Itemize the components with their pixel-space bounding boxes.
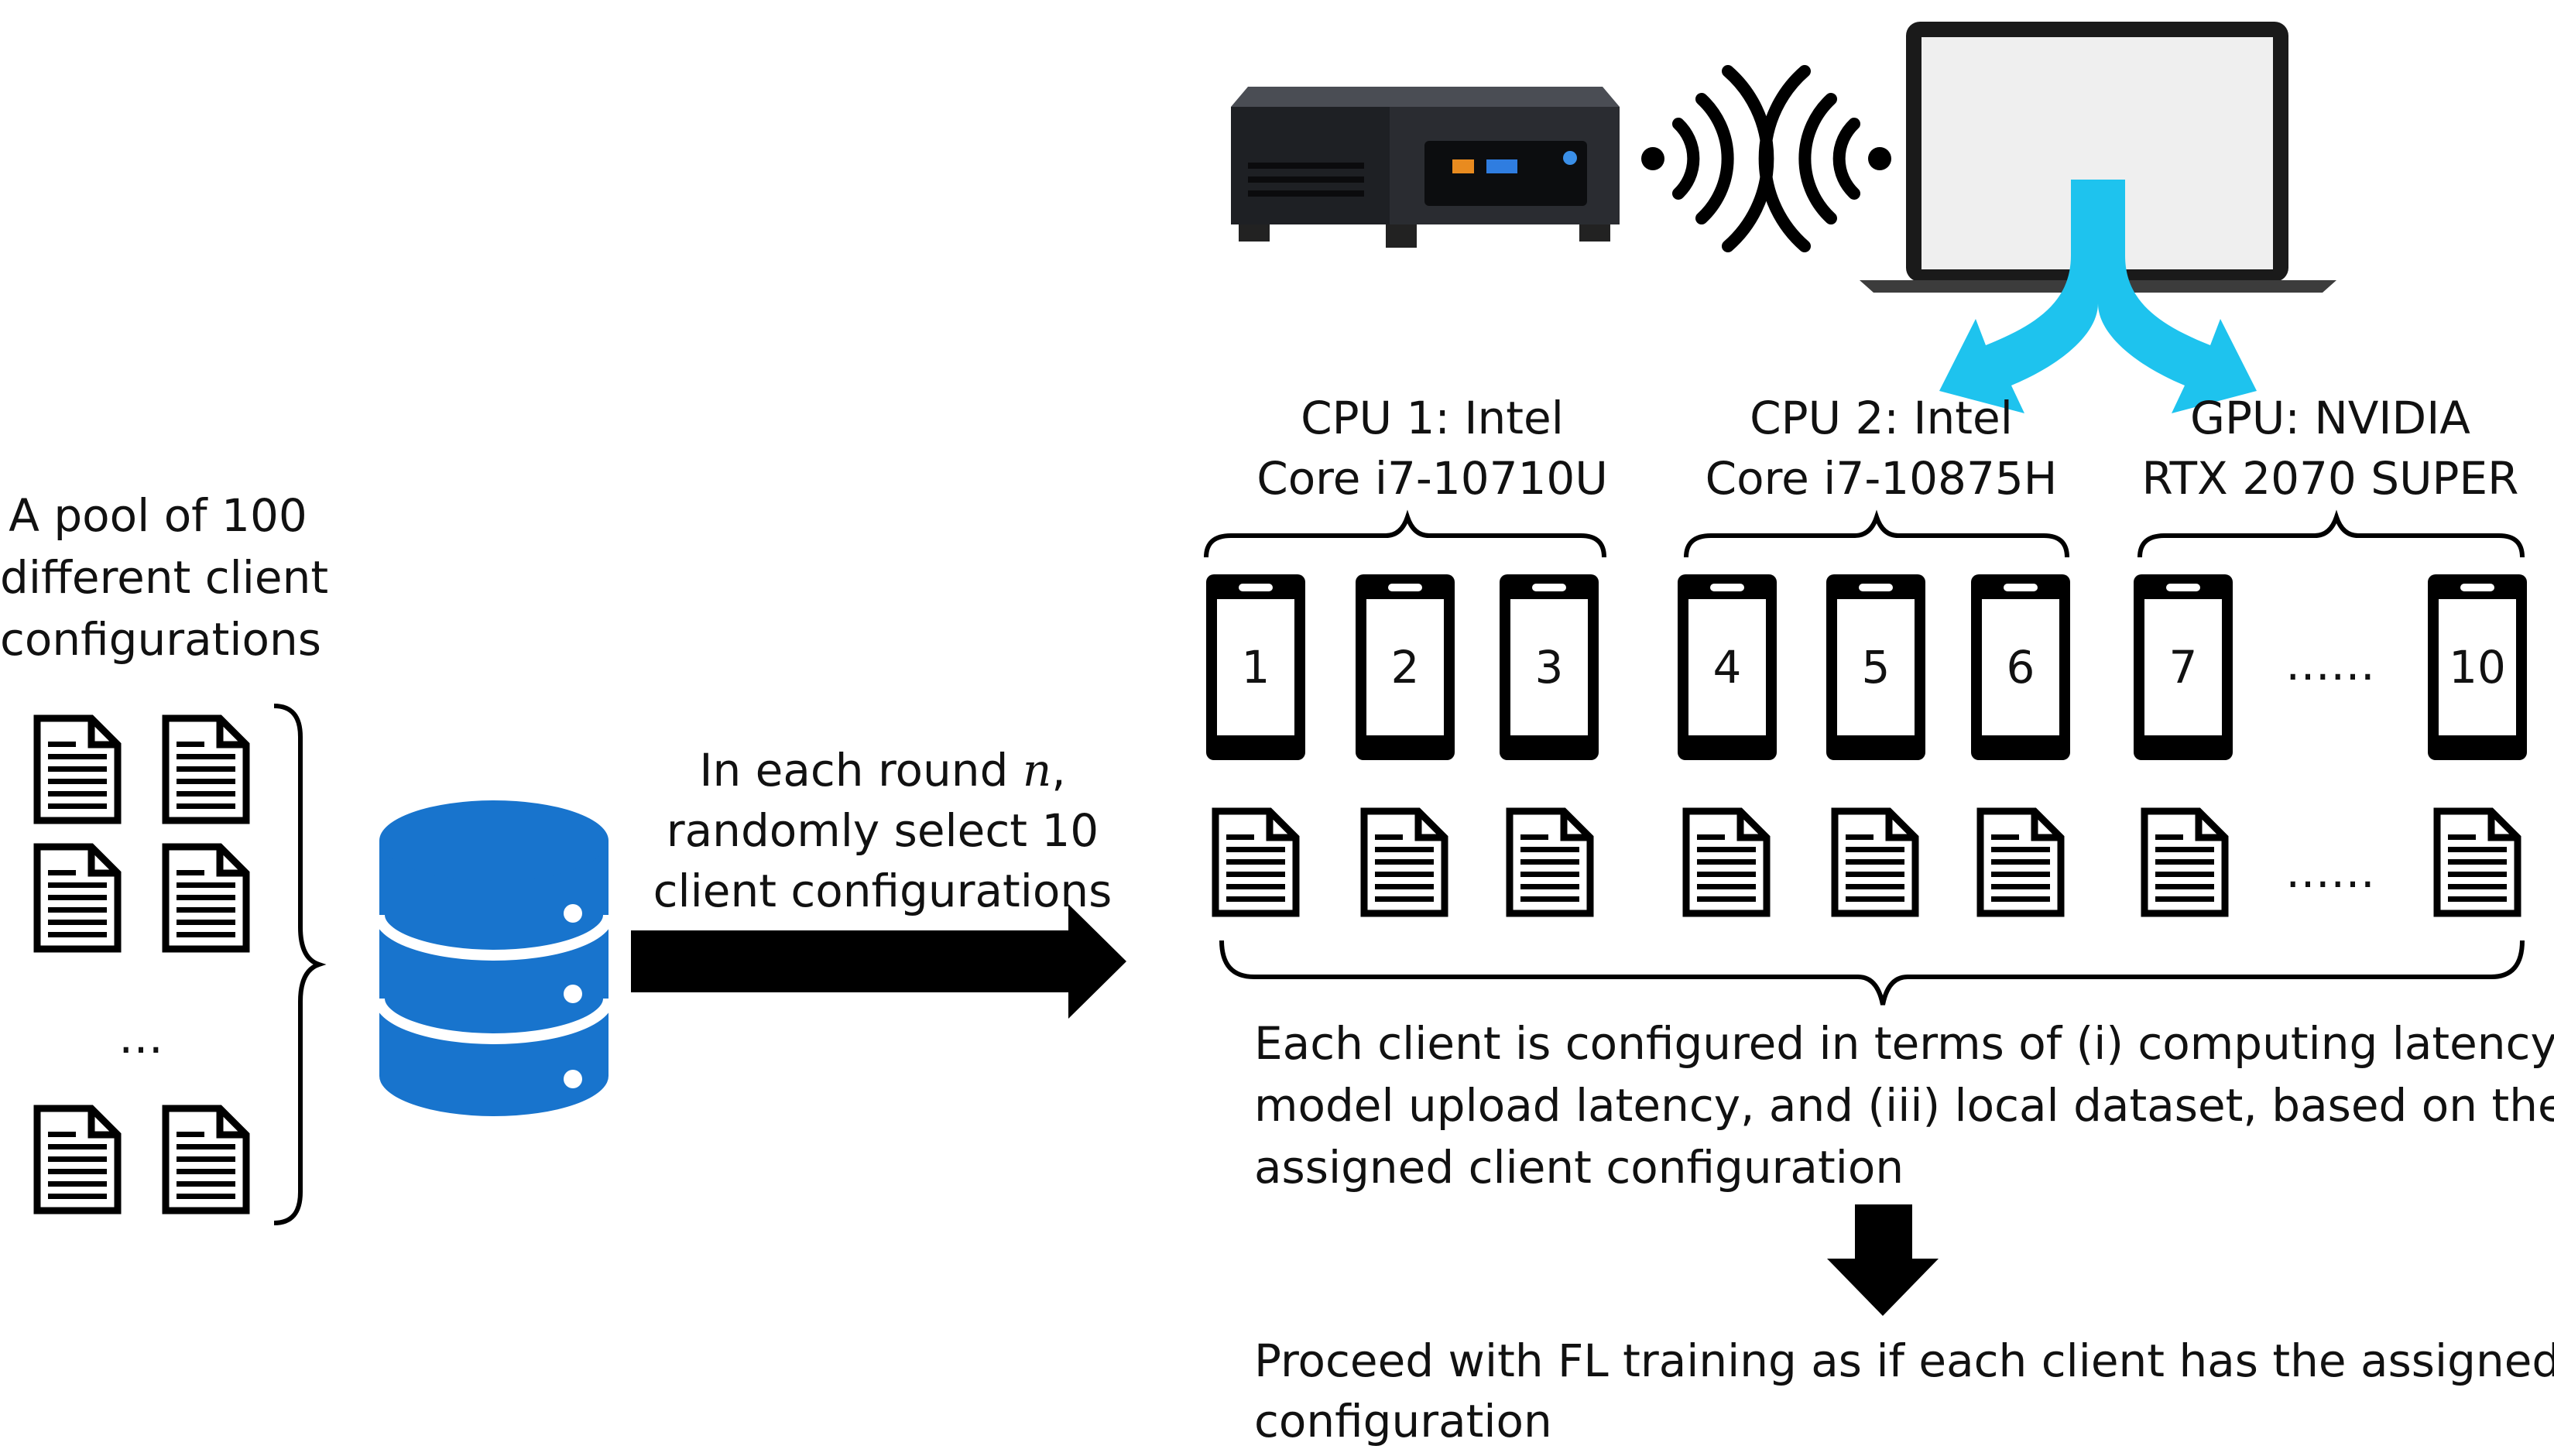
pool-label-line-1: A pool of 100 (9, 489, 307, 542)
selection-label-line-1: In each round n, (635, 739, 1130, 801)
mini-pc-icon (1231, 87, 1620, 248)
client-label-10: 10 (2449, 641, 2506, 694)
config-note-line-2: model upload latency, and (iii) local da… (1254, 1079, 2554, 1132)
client-label-1: 1 (1241, 641, 1270, 694)
wifi-signal-icon (1641, 65, 1891, 252)
client-label-5: 5 (1861, 641, 1891, 694)
proceed-note-line-1: Proceed with FL training as if each clie… (1254, 1334, 2554, 1387)
pool-label-line-2: different client (0, 551, 329, 604)
client-label-3: 3 (1534, 641, 1564, 694)
cpu1-label-line-2: Core i7-10710U (1256, 452, 1608, 505)
cpu2-label-line-1: CPU 2: Intel (1750, 392, 2013, 444)
selection-label-prefix: In each round (699, 744, 1023, 797)
pool-ellipsis: … (118, 1011, 163, 1064)
pool-brace (273, 704, 327, 1225)
split-arrow-icon (1939, 180, 2257, 413)
client-label-4: 4 (1712, 641, 1742, 694)
round-variable: n (1022, 744, 1052, 797)
document-ellipsis: …… (2285, 845, 2375, 898)
client-brace (1219, 940, 2525, 1005)
database-icon (374, 800, 614, 1116)
client-label-2: 2 (1390, 641, 1420, 694)
config-note-line-3: assigned client configuration (1254, 1141, 1904, 1194)
selection-arrow (631, 904, 1126, 1019)
selection-label-line-3: client configurations (653, 865, 1112, 917)
cpu1-label-line-1: CPU 1: Intel (1301, 392, 1564, 444)
client-label-6: 6 (2006, 641, 2035, 694)
phone-ellipsis: …… (2285, 638, 2375, 690)
gpu-label-line-1: GPU: NVIDIA (2190, 392, 2470, 444)
client-label-7: 7 (2168, 641, 2198, 694)
selection-label-suffix: , (1051, 744, 1066, 797)
pool-label-line-3: configurations (0, 613, 321, 666)
selection-label-line-2: randomly select 10 (666, 804, 1099, 857)
down-arrow (1827, 1204, 1939, 1316)
cpu2-label-line-2: Core i7-10875H (1705, 452, 2058, 505)
pool-document-icons (37, 718, 246, 1211)
proceed-note-line-2: configuration (1254, 1395, 1552, 1447)
group-braces (1204, 509, 2525, 558)
config-note-line-1: Each client is configured in terms of (i… (1254, 1017, 2554, 1070)
gpu-label-line-2: RTX 2070 SUPER (2141, 452, 2519, 505)
